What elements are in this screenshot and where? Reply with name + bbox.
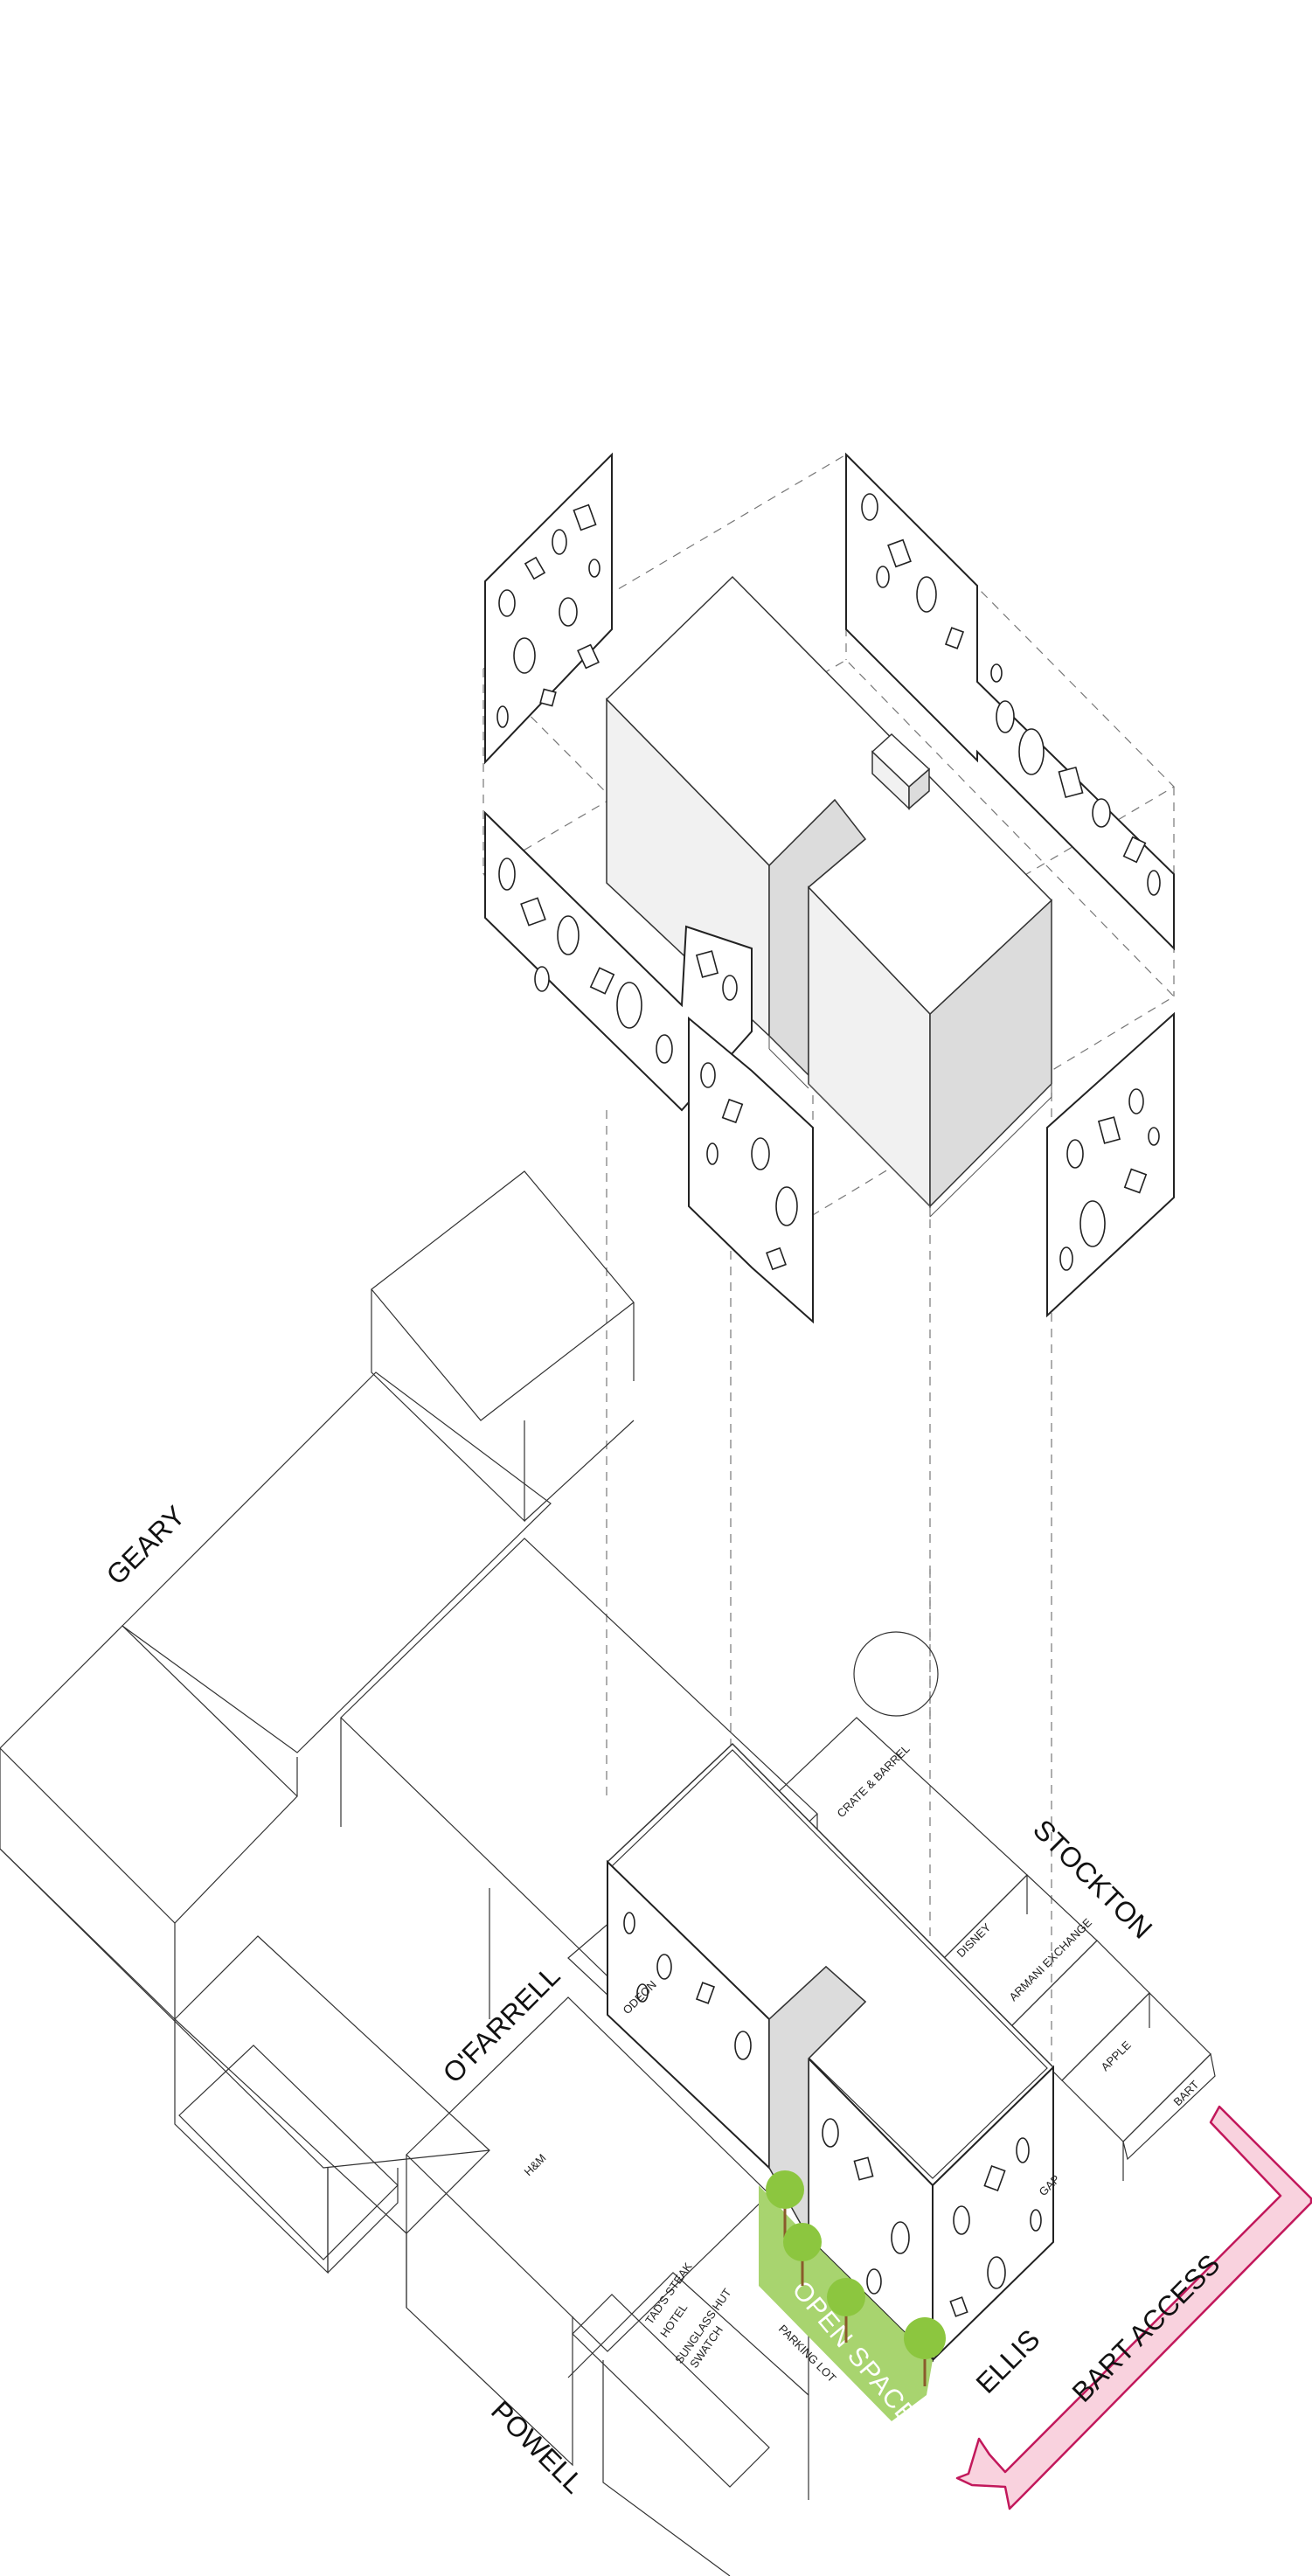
screen-panel-bottom-right [1046, 1011, 1175, 1318]
street-label-ellis: ELLIS [969, 2323, 1045, 2399]
screen-panel-front [688, 1016, 814, 1324]
street-label-powell: POWELL [485, 2394, 590, 2499]
bart-access-label: BART ACCESS [1066, 2248, 1225, 2408]
screen-panel-top-left [484, 452, 613, 765]
store-label-apple: APPLE [1099, 2038, 1134, 2073]
store-label-crate-barrel: CRATE & BARREL [835, 1742, 913, 1820]
tree-icon [766, 2170, 804, 2238]
store-label-armani: ARMANI EXCHANGE [1007, 1915, 1095, 2003]
street-label-ofarrell: O'FARRELL [436, 1960, 566, 2089]
bart-access-arrow [955, 2105, 1312, 2510]
screen-panel-bottom-left [484, 810, 753, 1112]
store-label-disney: DISNEY [954, 1920, 994, 1960]
tree-icon [783, 2223, 822, 2286]
tree-icon [827, 2278, 865, 2343]
store-label-hm: H&M [522, 2151, 549, 2178]
screen-panel-top-right [845, 452, 1175, 951]
exploded-building [605, 575, 1053, 1218]
street-label-geary: GEARY [100, 1500, 191, 1591]
site-building [606, 1742, 1055, 2363]
tree-icon [904, 2317, 946, 2386]
